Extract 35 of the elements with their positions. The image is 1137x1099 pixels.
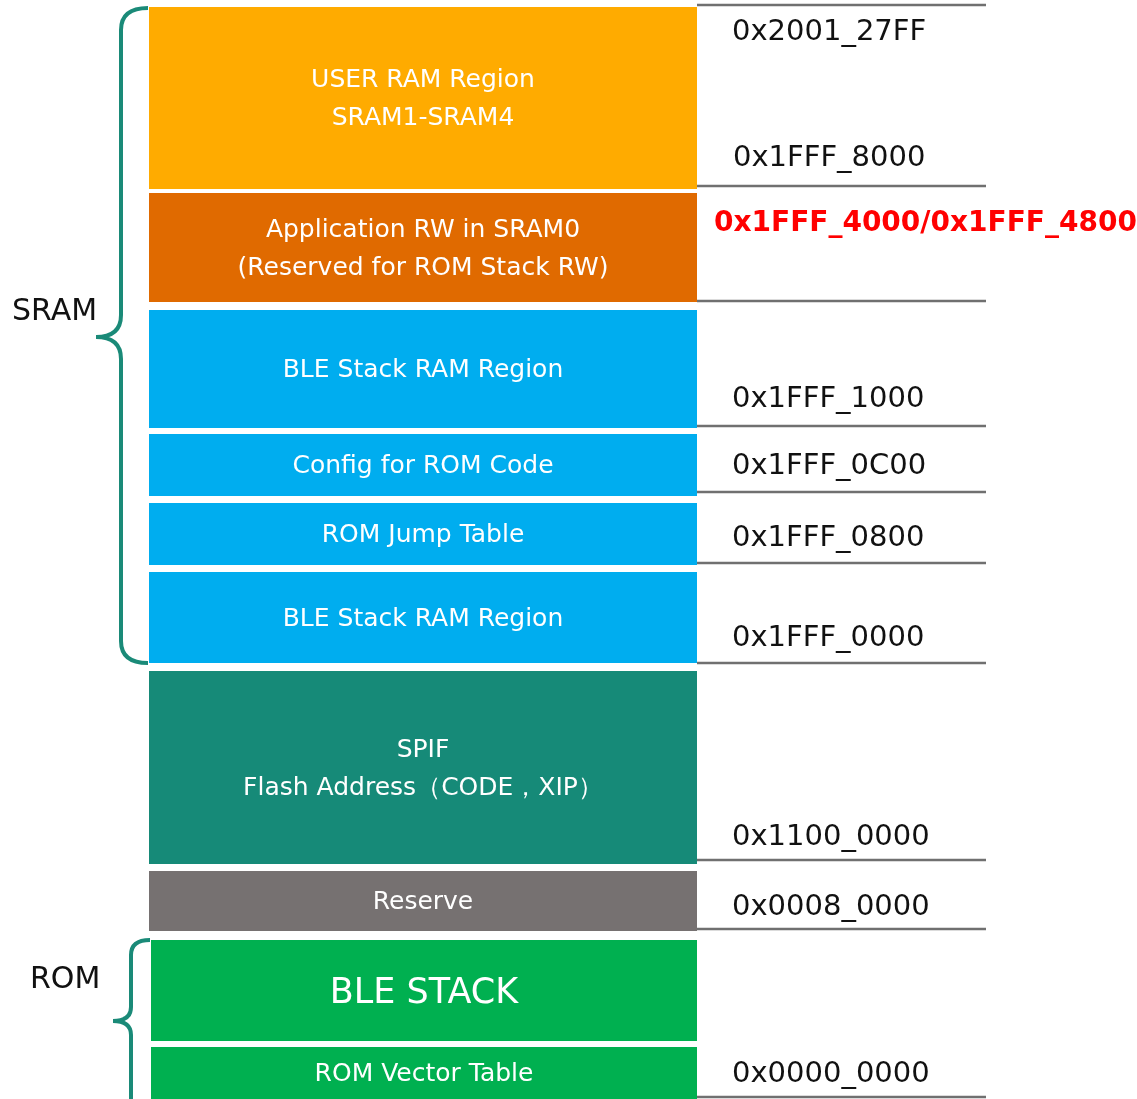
region-label: Application RW in SRAM0 xyxy=(265,212,581,245)
memory-region-block xyxy=(149,193,697,302)
region-label: Flash Address（CODE，XIP） xyxy=(243,770,603,803)
region-label: SPIF xyxy=(396,732,450,765)
memory-region-block xyxy=(149,310,697,428)
memory-region-block xyxy=(149,503,697,565)
address-label: 0x1100_0000 xyxy=(732,821,930,850)
region-label: BLE Stack RAM Region xyxy=(282,601,564,634)
address-label: 0x1FFF_0000 xyxy=(732,622,925,651)
memory-region-block xyxy=(149,434,697,496)
region-label: (Reserved for ROM Stack RW) xyxy=(237,250,609,283)
memory-region-block xyxy=(149,671,697,864)
address-label: 0x1FFF_1000 xyxy=(732,383,925,412)
address-label: 0x0008_0000 xyxy=(732,891,930,920)
memory-region-block xyxy=(149,871,697,931)
address-label: 0x2001_27FF xyxy=(732,16,927,45)
region-label: BLE STACK xyxy=(329,971,519,1010)
memory-region-block xyxy=(151,940,697,1041)
memory-region-block xyxy=(149,572,697,663)
section-label: ROM xyxy=(30,963,101,993)
region-label: SRAM1-SRAM4 xyxy=(331,101,515,133)
address-label: 0x0000_0000 xyxy=(732,1058,930,1087)
address-label: 0x1FFF_0C00 xyxy=(732,450,927,479)
address-label: 0x1FFF_0800 xyxy=(732,522,925,551)
memory-region-block xyxy=(149,7,697,189)
region-label: USER RAM Region xyxy=(311,63,535,95)
memory-region-block xyxy=(151,1047,697,1099)
region-label: Reserve xyxy=(372,885,474,917)
region-label: BLE Stack RAM Region xyxy=(282,353,564,385)
region-label: Config for ROM Code xyxy=(292,449,554,481)
region-label: ROM Jump Table xyxy=(321,518,525,550)
address-label: 0x1FFF_4000/0x1FFF_4800 xyxy=(714,208,1137,236)
section-label: SRAM xyxy=(12,295,98,325)
address-label: 0x1FFF_8000 xyxy=(733,142,926,171)
region-label: ROM Vector Table xyxy=(314,1057,534,1089)
